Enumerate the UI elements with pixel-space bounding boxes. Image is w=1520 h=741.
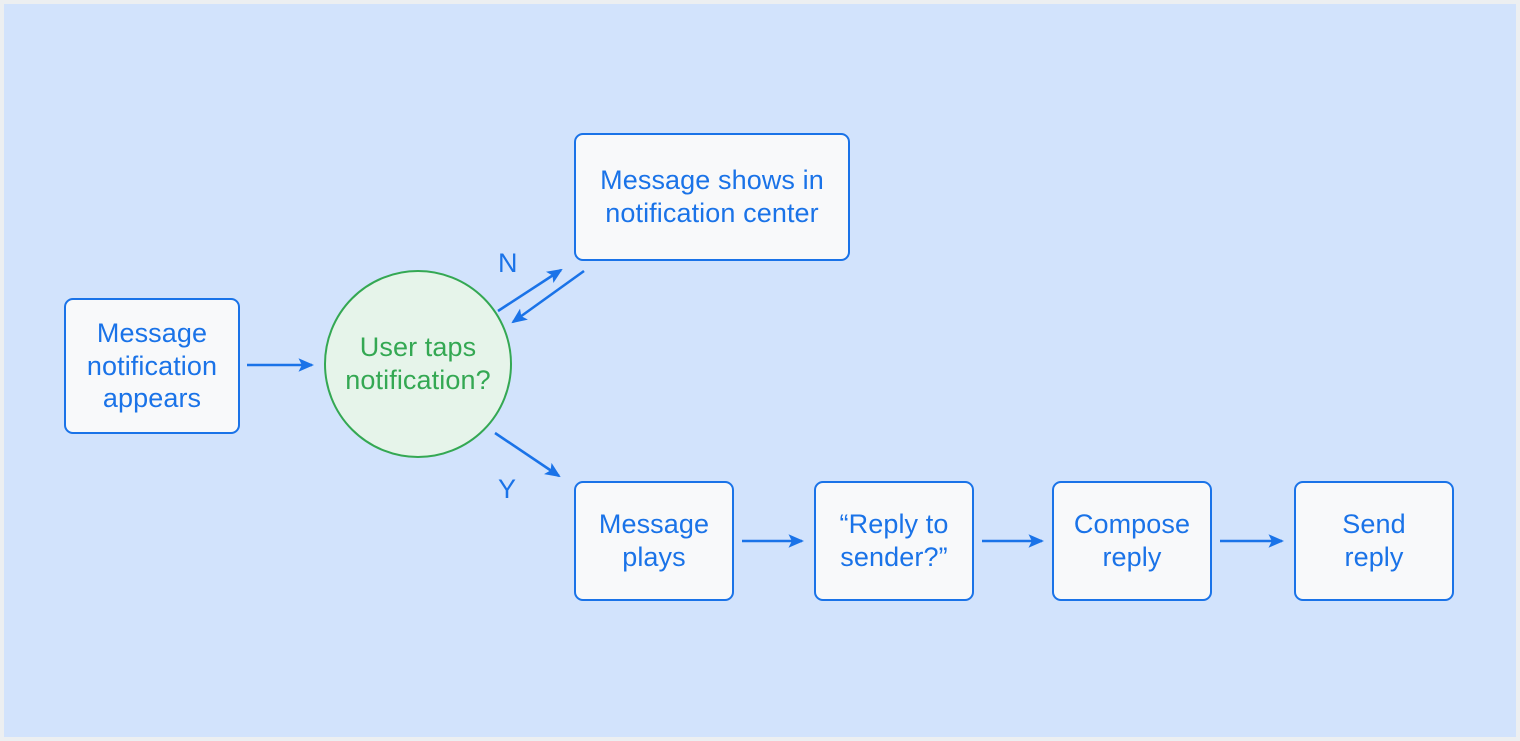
node-message-plays[interactable]: Message plays — [574, 481, 734, 601]
node-label: Message shows in notification center — [600, 165, 824, 228]
edge-label-yes: Y — [498, 474, 517, 504]
node-label: Compose reply — [1073, 509, 1191, 572]
node-user-taps-notification-decision[interactable]: User taps notification? — [324, 270, 512, 458]
node-label: Message notification appears — [86, 317, 218, 414]
node-label: User taps notification? — [345, 332, 491, 395]
node-label: Send reply — [1342, 509, 1406, 572]
node-label: Message plays — [598, 509, 710, 572]
edge-notification-center-to-decision — [511, 269, 585, 324]
edge-decision-to-message-plays — [494, 431, 561, 478]
node-send-reply[interactable]: Send reply — [1294, 481, 1454, 601]
node-compose-reply[interactable]: Compose reply — [1052, 481, 1212, 601]
node-message-shows-in-notification-center[interactable]: Message shows in notification center — [574, 133, 850, 261]
node-label: “Reply to sender?” — [839, 509, 949, 572]
node-reply-to-sender[interactable]: “Reply to sender?” — [814, 481, 974, 601]
edge-label-no: N — [498, 248, 518, 278]
node-message-notification-appears[interactable]: Message notification appears — [64, 298, 240, 434]
